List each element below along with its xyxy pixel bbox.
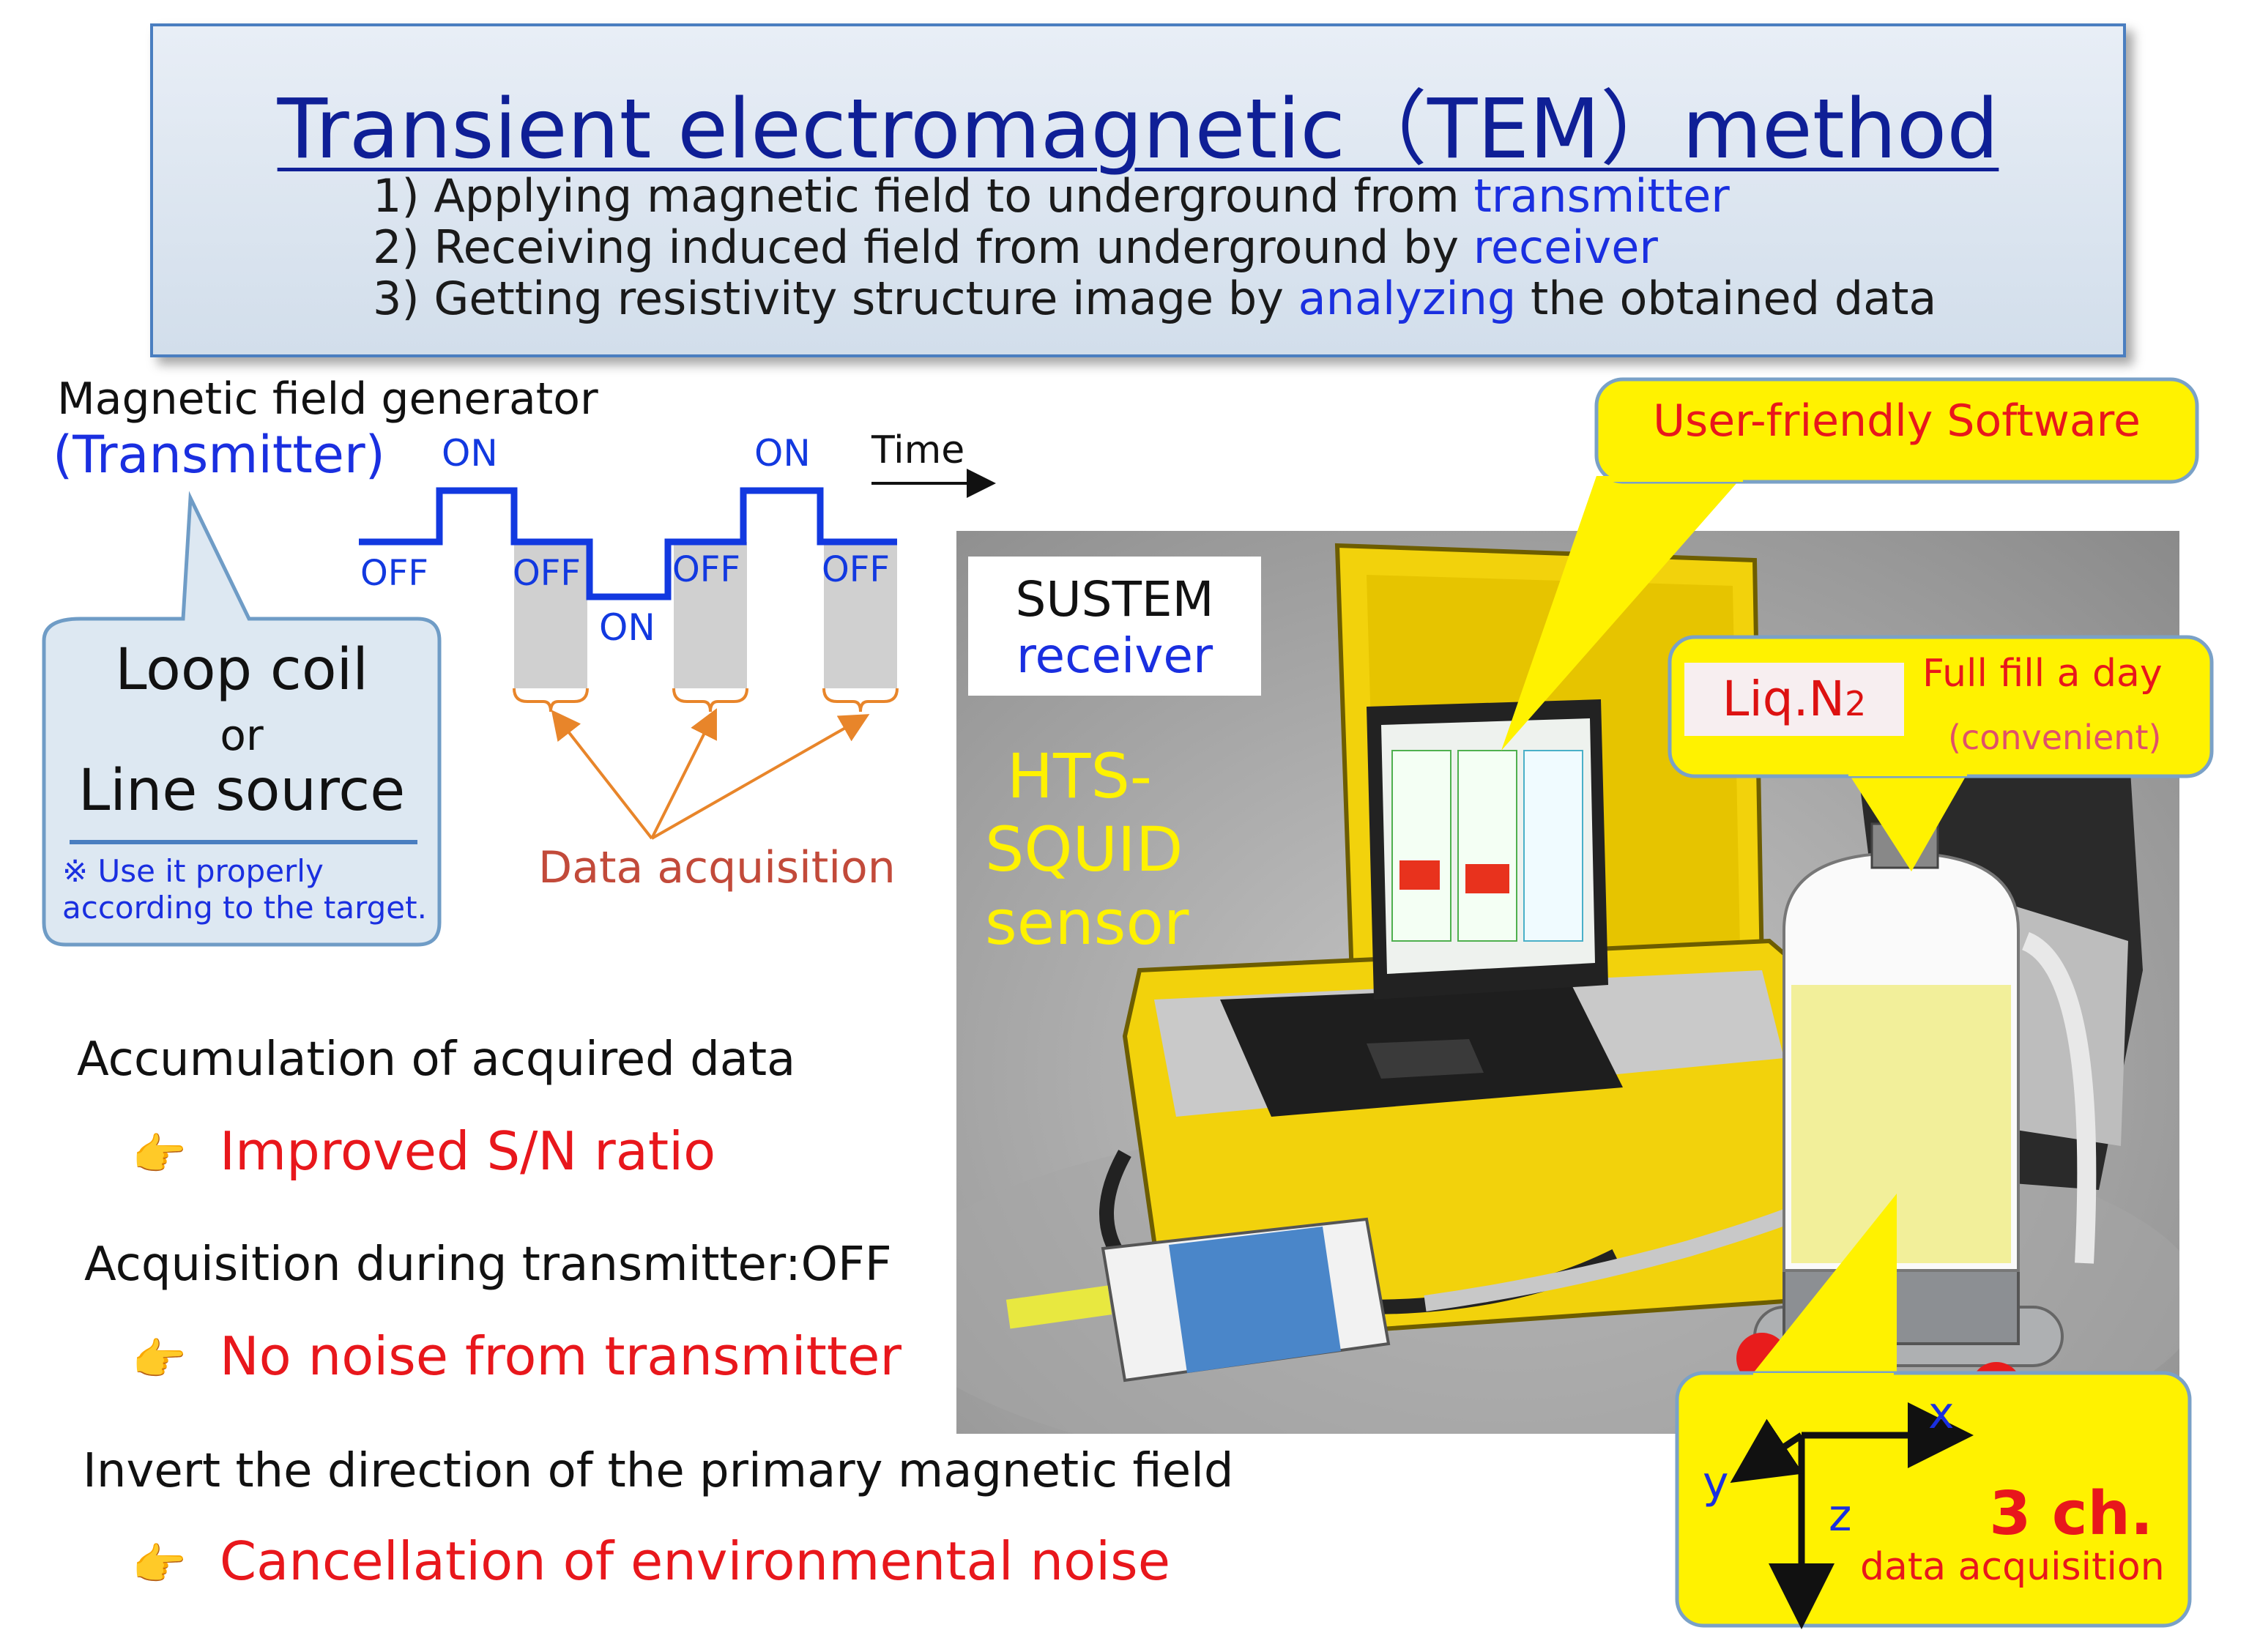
step-3: 3) Getting resistivity structure image b… bbox=[373, 272, 1937, 325]
y-axis-arrow bbox=[1730, 1418, 1804, 1483]
on-label-3: ON bbox=[599, 606, 655, 649]
benefit-1-result: 👉 Improved S/N ratio bbox=[132, 1120, 716, 1182]
acquisition-window-2 bbox=[674, 542, 747, 688]
channels-label: 3 ch. bbox=[1989, 1479, 2153, 1549]
acquisition-window-3 bbox=[824, 542, 897, 688]
loop-coil-bubble bbox=[42, 491, 442, 947]
hts-squid-label: HTS- SQUID sensor bbox=[985, 740, 1189, 959]
convenient-label: (convenient) bbox=[1948, 718, 2162, 757]
step-2: 2) Receiving induced field from undergro… bbox=[373, 220, 1658, 274]
x-axis-label: x bbox=[1928, 1388, 1955, 1439]
benefit-3-result: 👉 Cancellation of environmental noise bbox=[132, 1530, 1170, 1592]
sustem-label: SUSTEM bbox=[1015, 571, 1214, 628]
receiver-label: receiver bbox=[1016, 628, 1213, 684]
benefit-1-condition: Accumulation of acquired data bbox=[77, 1032, 796, 1087]
square-wave bbox=[359, 487, 897, 600]
benefit-2-condition: Acquisition during transmitter:OFF bbox=[84, 1238, 892, 1292]
page-title: Transient electromagnetic（TEM）method bbox=[277, 82, 1999, 177]
z-axis-label: z bbox=[1829, 1490, 1852, 1541]
channels-callout-shape bbox=[1675, 1194, 2192, 1629]
pointing-hand-icon: 👉 bbox=[132, 1334, 187, 1385]
acquisition-arrow-1 bbox=[551, 710, 653, 840]
liqn2-label: Liq.N2 bbox=[1684, 663, 1904, 736]
off-label-3: OFF bbox=[672, 549, 740, 590]
acquisition-arrow-3 bbox=[651, 714, 870, 840]
step-1: 1) Applying magnetic field to undergroun… bbox=[373, 169, 1730, 223]
y-axis-label: y bbox=[1703, 1457, 1729, 1508]
software-callout-shape bbox=[1501, 377, 2199, 751]
title-box: Transient electromagnetic（TEM）method 1) … bbox=[150, 23, 2126, 357]
bubble-line-source: Line source bbox=[78, 758, 406, 824]
benefit-3-condition: Invert the direction of the primary magn… bbox=[83, 1444, 1234, 1498]
pointing-hand-icon: 👉 bbox=[132, 1129, 187, 1180]
waveform-diagram bbox=[359, 469, 996, 840]
pointing-hand-icon: 👉 bbox=[132, 1539, 187, 1590]
data-acquisition-label: Data acquisition bbox=[538, 842, 896, 893]
bubble-note-2: according to the target. bbox=[62, 890, 427, 926]
benefit-2-result: 👉 No noise from transmitter bbox=[132, 1325, 902, 1387]
transmitter-name: (Transmitter) bbox=[53, 425, 385, 485]
on-label-2: ON bbox=[754, 432, 811, 475]
software-callout: User-friendly Software bbox=[1653, 395, 2141, 447]
off-label-1: OFF bbox=[360, 553, 428, 594]
acquisition-arrow-2 bbox=[650, 708, 717, 839]
sustem-label-box: SUSTEM receiver bbox=[968, 557, 1261, 696]
acquisition-window-1 bbox=[514, 542, 587, 688]
off-label-2: OFF bbox=[513, 553, 581, 594]
bubble-loop-coil: Loop coil bbox=[115, 637, 368, 703]
channels-sub-label: data acquisition bbox=[1860, 1545, 2165, 1589]
full-fill-label: Full fill a day bbox=[1922, 652, 2163, 696]
time-label: Time bbox=[871, 428, 965, 472]
transmitter-heading: Magnetic field generator bbox=[57, 373, 598, 425]
off-label-4: OFF bbox=[822, 549, 890, 590]
on-label-1: ON bbox=[442, 432, 498, 475]
bubble-note-1: ※ Use it properly bbox=[62, 853, 324, 889]
bubble-or: or bbox=[220, 710, 264, 760]
